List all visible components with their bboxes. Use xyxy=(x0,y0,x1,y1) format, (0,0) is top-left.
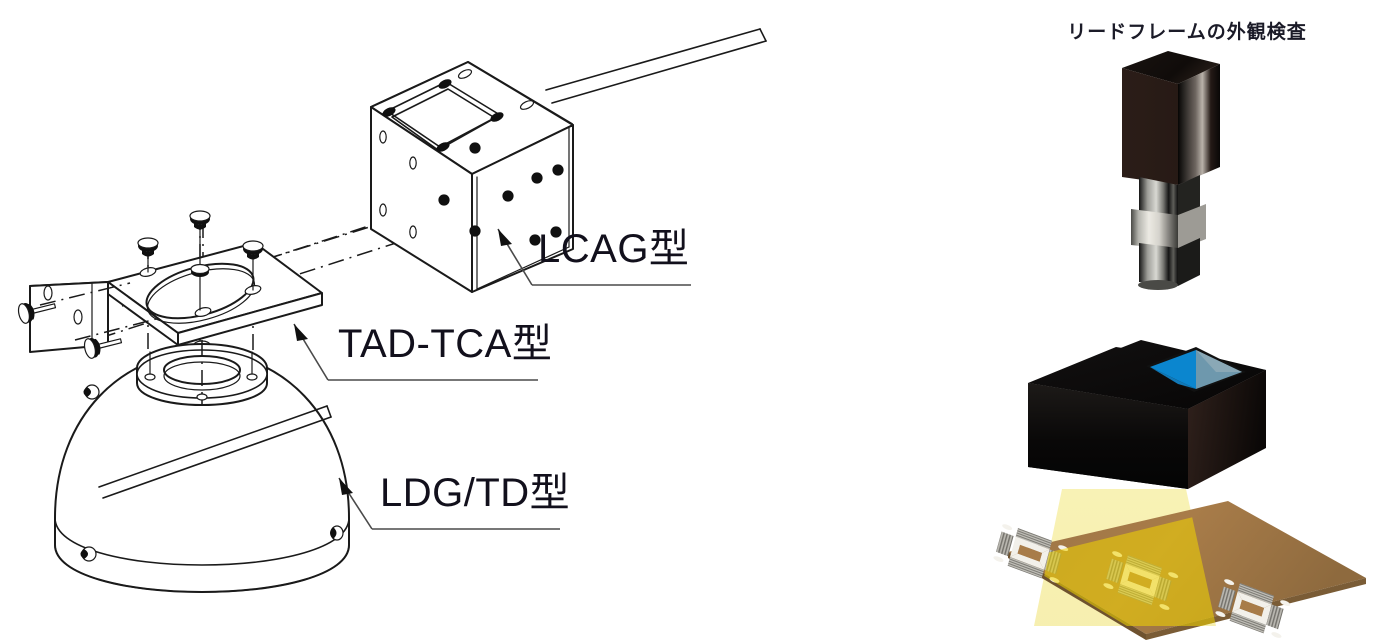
label-tad-tca: TAD-TCA型 xyxy=(338,322,552,366)
lcag-label-leader xyxy=(497,228,691,286)
tad-tca-label-leader xyxy=(293,323,538,381)
camera-front-face xyxy=(1122,68,1178,185)
light-aperture xyxy=(1146,347,1246,392)
camera-side-face xyxy=(1178,64,1220,185)
dome-cable xyxy=(98,405,332,499)
mounting-bracket xyxy=(17,210,538,432)
light-side-face xyxy=(1188,370,1266,489)
ldg-td-label-leader xyxy=(338,477,560,530)
lead-frame-cell xyxy=(1215,579,1291,638)
bracket-screws-horizontal xyxy=(17,282,161,359)
inspection-setup-illustration: リードフレームの外観検査 xyxy=(993,0,1374,644)
camera-top-face xyxy=(1122,51,1220,84)
camera-lens-lower-side xyxy=(1178,238,1200,286)
panel-title: リードフレームの外観検査 xyxy=(1067,20,1306,43)
camera-lens-lower xyxy=(1139,243,1178,286)
camera-enclosure-box xyxy=(370,28,767,293)
lead-frame-strip xyxy=(993,501,1366,640)
exploded-assembly-drawing: LCAG型 TAD-TCA型 LDG/TD型 xyxy=(17,28,767,593)
label-lcag: LCAG型 xyxy=(538,227,689,271)
inspection-svg: リードフレームの外観検査 xyxy=(993,20,1366,640)
industrial-camera xyxy=(1122,51,1220,290)
camera-lens-upper-side xyxy=(1178,175,1200,217)
dome-light xyxy=(54,340,560,593)
assembly-svg: LCAG型 TAD-TCA型 LDG/TD型 xyxy=(17,28,767,593)
camera-focus-ring xyxy=(1131,209,1178,250)
enclosure-mounting-holes xyxy=(438,142,564,246)
label-ldg-td: LDG/TD型 xyxy=(380,471,570,515)
coaxial-light-unit xyxy=(1028,340,1266,489)
light-front-face-main xyxy=(1028,383,1188,489)
camera-lens-rim xyxy=(1138,280,1178,290)
dome-base-screws xyxy=(80,384,344,562)
cad-labels: LCAG型 TAD-TCA型 LDG/TD型 xyxy=(338,227,689,515)
camera-lens-upper xyxy=(1139,177,1178,217)
enclosure-cable xyxy=(545,28,767,104)
enclosure-top-panel xyxy=(382,79,504,152)
